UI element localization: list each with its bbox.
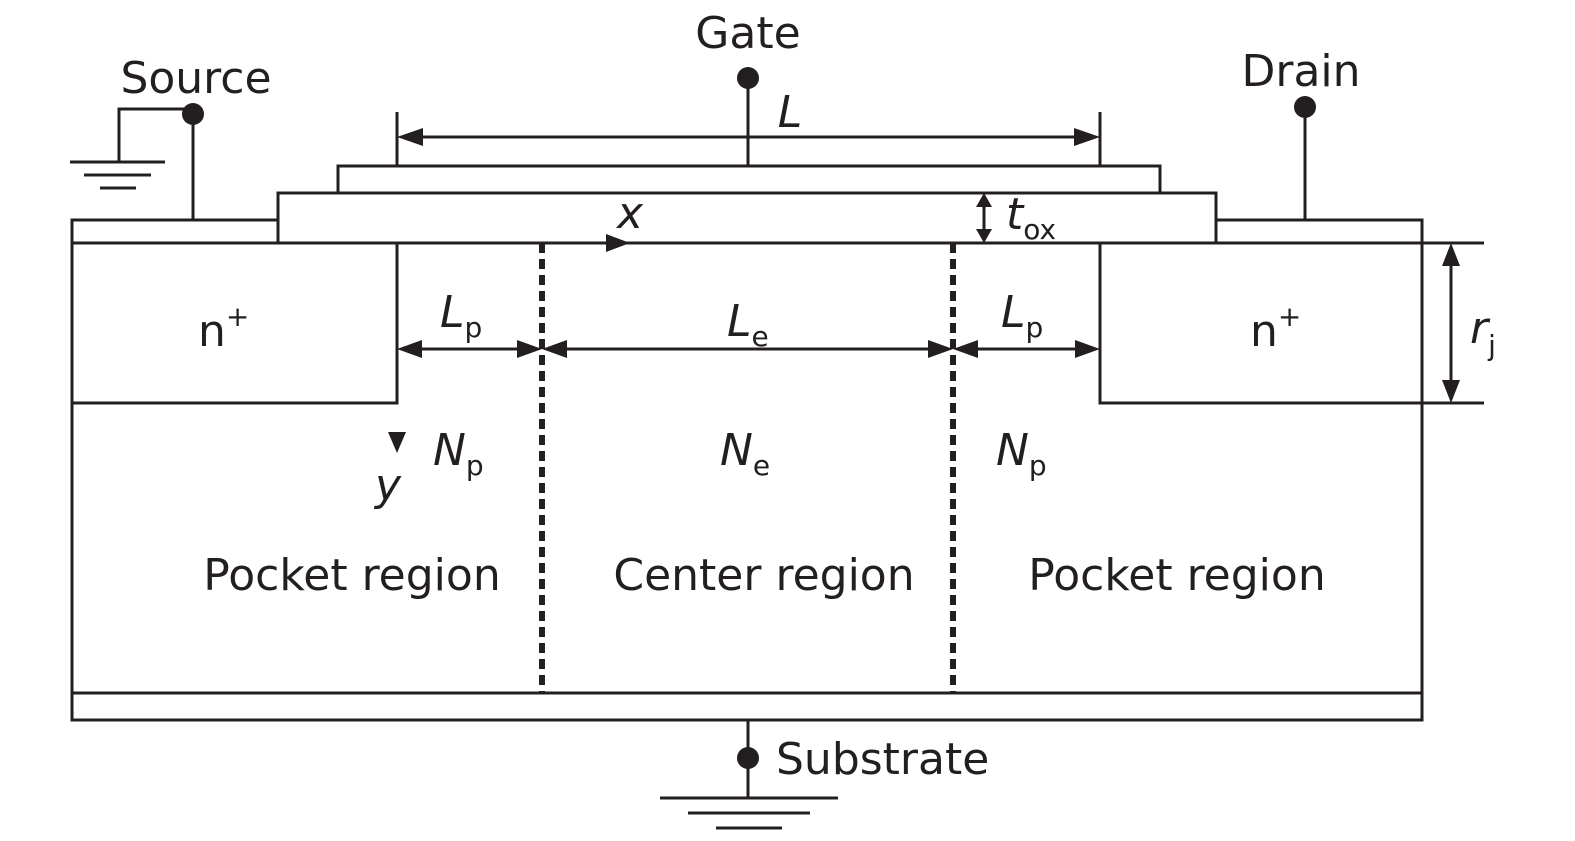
y-axis-arrow xyxy=(388,432,406,453)
junction-depth-label: rj xyxy=(1470,303,1496,362)
pocket-length-right-label: Lp xyxy=(1001,287,1043,344)
source-contact-strip xyxy=(70,218,282,245)
left-diffusion-label: n+ xyxy=(198,300,249,357)
drain-label: Drain xyxy=(1241,46,1360,97)
drain-terminal-dot xyxy=(1294,96,1316,118)
right-doping-label: Np xyxy=(996,425,1047,482)
left-doping-label: Np xyxy=(433,425,484,482)
substrate-body xyxy=(70,241,1424,722)
junction-depth-arrow-down xyxy=(1442,380,1460,403)
pocket-length-left-arrow-right xyxy=(517,340,542,358)
left-pocket-region-label: Pocket region xyxy=(203,550,500,601)
right-diffusion-boundary xyxy=(1098,243,1422,405)
center-region-label: Center region xyxy=(613,550,914,601)
junction-depth-arrow-up xyxy=(1442,243,1460,266)
x-axis-arrow xyxy=(606,234,630,252)
y-axis-label: y xyxy=(373,460,402,511)
pocket-length-right-arrow-left xyxy=(953,340,978,358)
substrate-label: Substrate xyxy=(776,734,989,785)
gate-oxide xyxy=(276,191,1218,245)
source-label: Source xyxy=(120,53,271,104)
gate-terminal-dot xyxy=(737,67,759,89)
source-terminal-dot xyxy=(182,103,204,125)
substrate-terminal-dot xyxy=(737,747,759,769)
right-diffusion-label: n+ xyxy=(1250,300,1301,357)
oxide-thickness-arrow-down xyxy=(976,229,992,243)
left-diffusion-boundary xyxy=(72,243,399,405)
x-axis-label: x xyxy=(615,188,644,239)
gate-length-label: L xyxy=(778,87,803,138)
gate-length-arrow-left xyxy=(397,128,423,146)
source-ground-icon xyxy=(70,160,165,190)
right-pocket-region-label: Pocket region xyxy=(1028,550,1325,601)
center-length-arrow-left xyxy=(542,340,567,358)
oxide-thickness-arrow-up xyxy=(976,193,992,207)
oxide-thickness-label: tox xyxy=(1006,189,1056,246)
pocket-length-left-label: Lp xyxy=(440,287,482,344)
substrate-ground-icon xyxy=(660,796,838,830)
gate-electrode xyxy=(336,164,1162,195)
center-length-arrow-right xyxy=(928,340,953,358)
gate-label: Gate xyxy=(695,8,800,59)
drain-contact-strip xyxy=(1213,218,1424,245)
pocket-length-left-arrow-left xyxy=(397,340,422,358)
source-ground-wire xyxy=(117,107,193,162)
center-doping-label: Ne xyxy=(720,425,770,482)
center-length-label: Le xyxy=(727,296,769,353)
pocket-length-right-arrow-right xyxy=(1075,340,1100,358)
gate-length-arrow-right xyxy=(1074,128,1100,146)
